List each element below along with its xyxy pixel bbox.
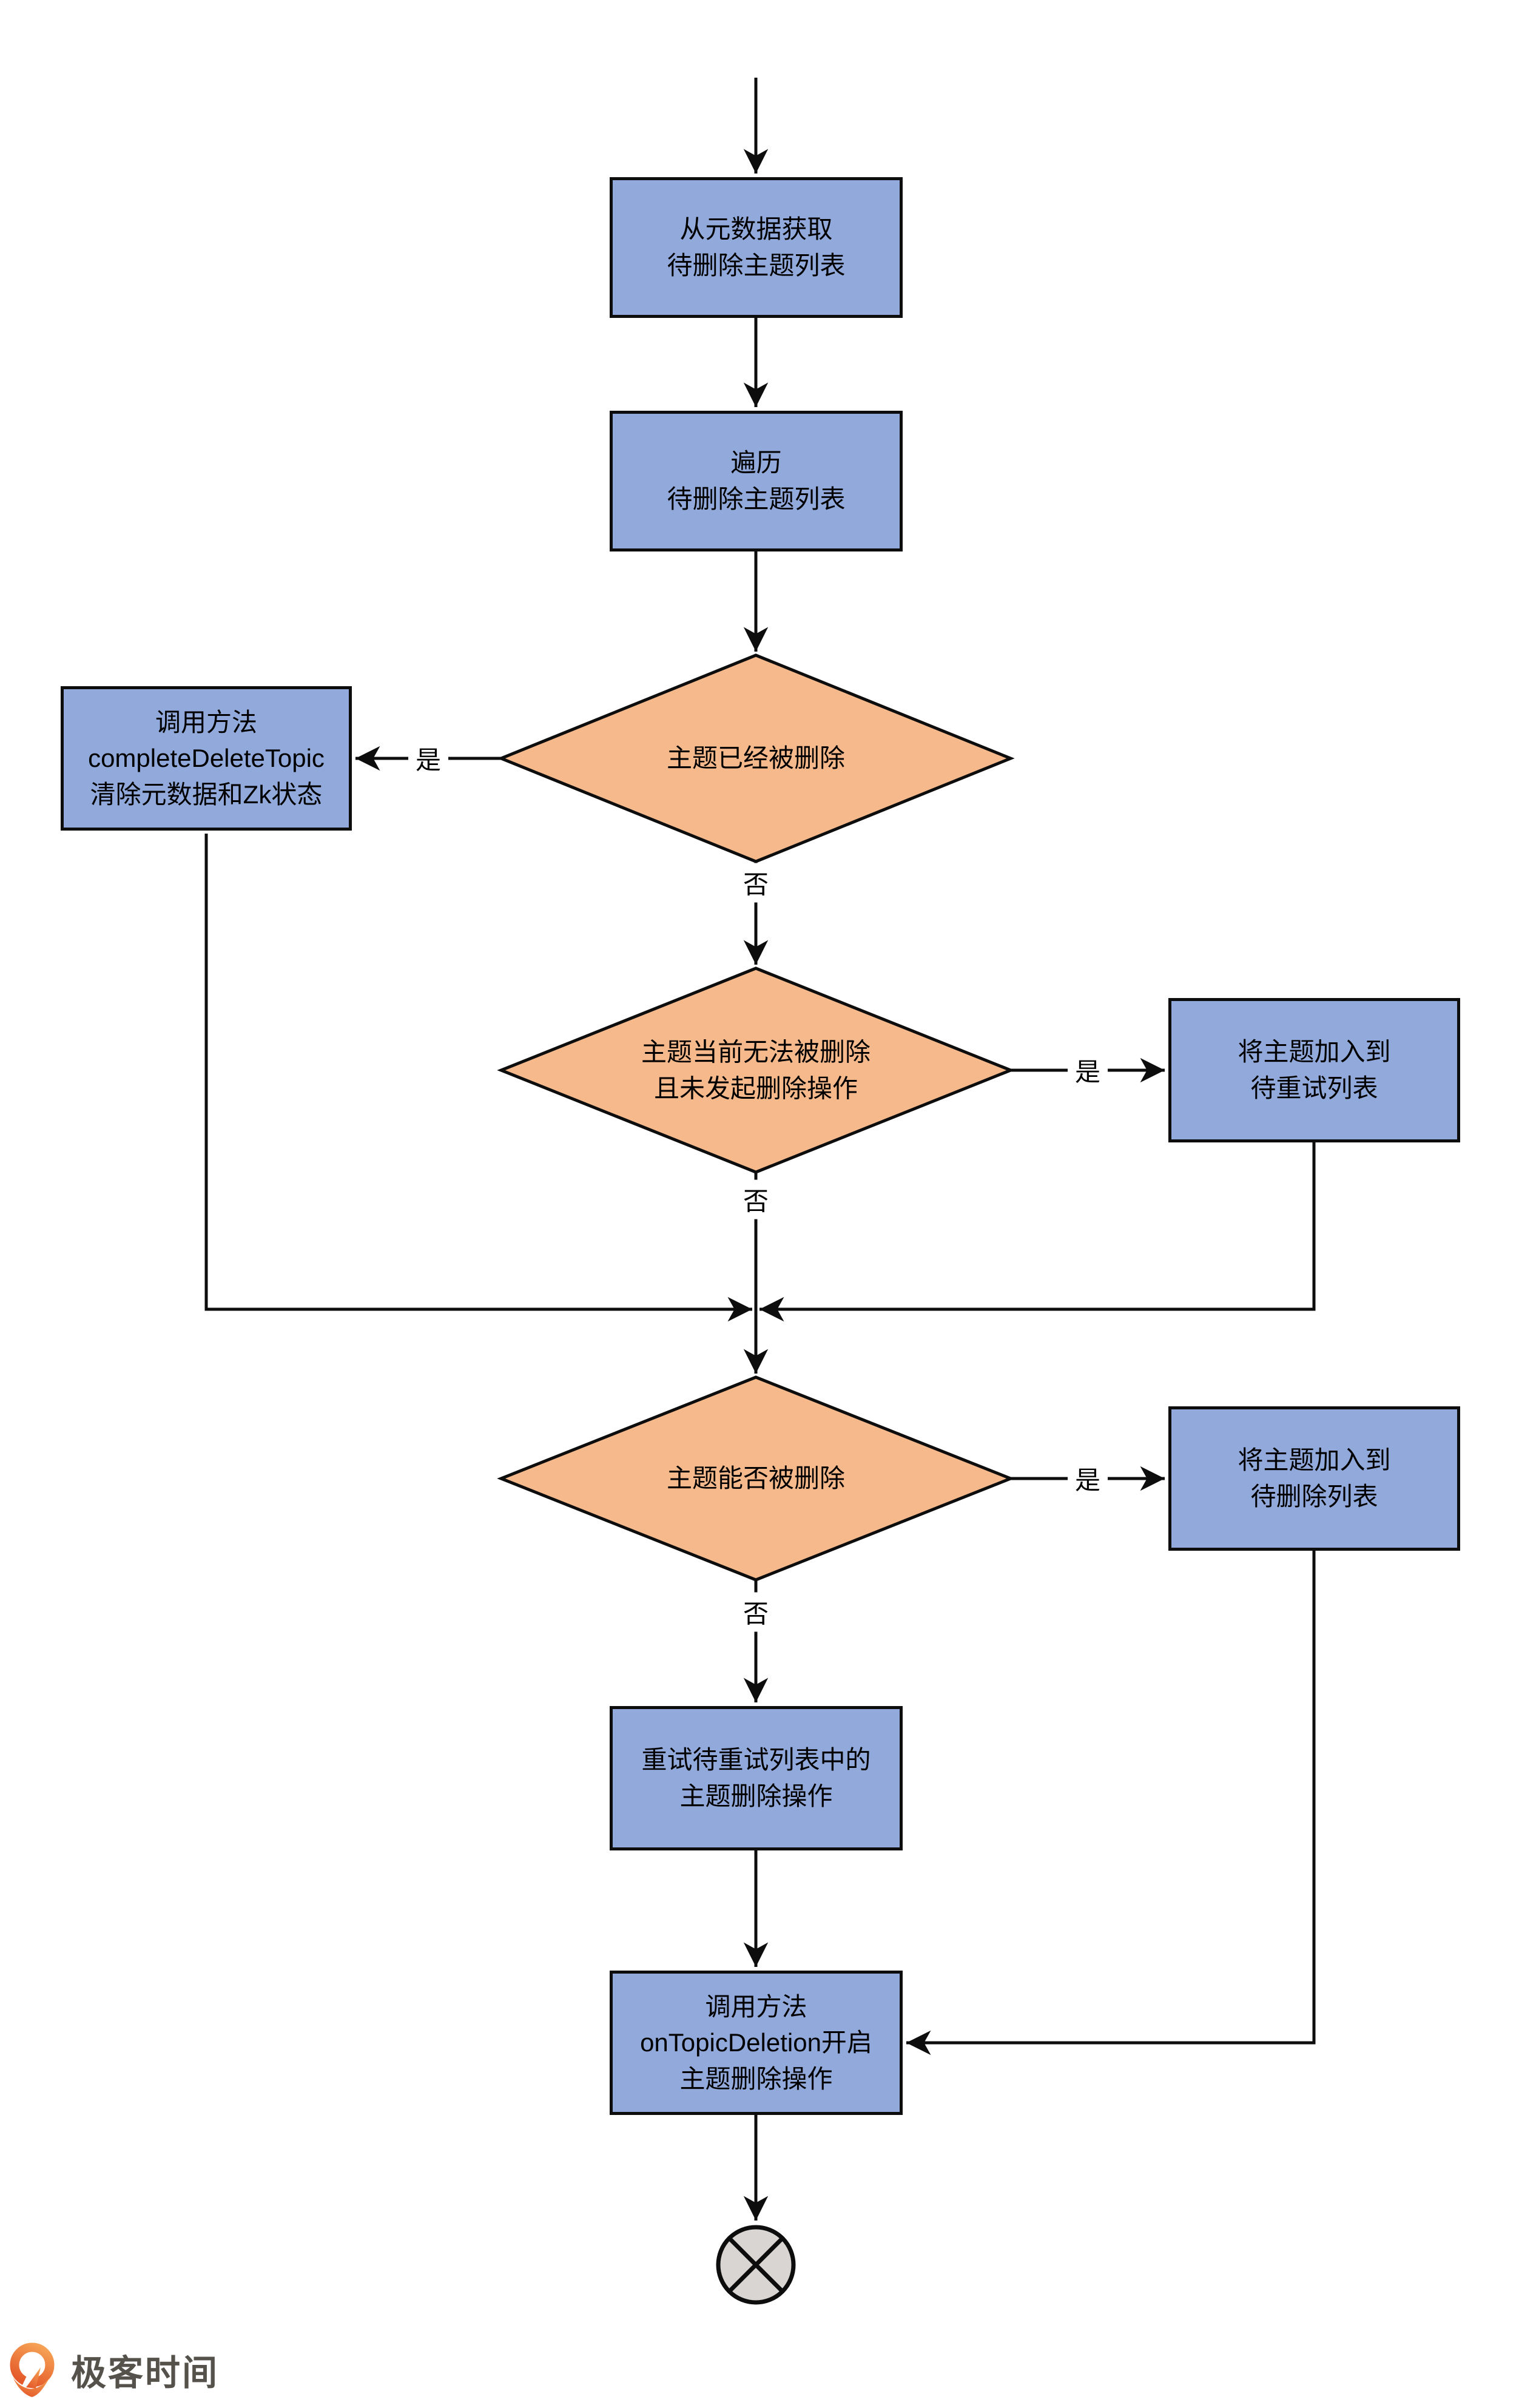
node-line: 调用方法	[705, 1992, 807, 2021]
node-line: 主题能否被删除	[666, 1464, 845, 1493]
node-line: 且未发起删除操作	[653, 1074, 858, 1102]
node-line: 遍历	[730, 448, 782, 477]
node-line: 将主题加入到	[1238, 1037, 1391, 1067]
edge-label-yes: 是	[1067, 1050, 1108, 1090]
node-get-topics: 从元数据获取 待删除主题列表	[610, 177, 903, 318]
node-line: 主题删除操作	[679, 1782, 833, 1810]
node-line: 待重试列表	[1250, 1074, 1378, 1102]
node-line: 清除元数据和Zk状态	[90, 780, 323, 809]
edge-label-yes: 是	[408, 738, 449, 778]
geektime-logo-icon	[10, 2342, 55, 2397]
decision-is-deleted-label: 主题已经被删除	[525, 740, 986, 777]
decision-cannot-delete-now-shape	[497, 966, 1015, 1174]
geektime-logo-text: 极客时间	[71, 2353, 220, 2393]
node-line: 从元数据获取	[679, 215, 833, 244]
edge-addretry-merge	[760, 1142, 1316, 1322]
decision-can-be-deleted-label: 主题能否被删除	[525, 1460, 986, 1497]
edge-completedelete-merge	[204, 834, 752, 1322]
node-iterate-topics: 遍历 待删除主题列表	[610, 411, 903, 551]
node-line: 待删除列表	[1250, 1482, 1378, 1511]
node-line: completeDeleteTopic	[88, 744, 325, 773]
node-line: 主题删除操作	[679, 2064, 833, 2093]
node-line: 待删除主题列表	[667, 485, 846, 513]
node-line: 主题已经被删除	[666, 744, 845, 773]
circled-x-end-icon	[716, 2225, 796, 2305]
node-line: onTopicDeletion开启	[640, 2028, 872, 2057]
decision-is-deleted-shape	[497, 653, 1015, 863]
edge-label-yes: 是	[1067, 1459, 1108, 1499]
node-line: 调用方法	[155, 707, 257, 737]
node-line: 重试待重试列表中的	[641, 1745, 871, 1775]
node-line: 将主题加入到	[1238, 1446, 1391, 1475]
node-add-to-delete-list: 将主题加入到 待删除列表	[1168, 1406, 1460, 1551]
edge-label-no: 否	[735, 1592, 776, 1632]
node-retry-pending-deletions: 重试待重试列表中的 主题删除操作	[610, 1706, 903, 1850]
node-line: 待删除主题列表	[667, 251, 846, 280]
decision-cannot-delete-now-label: 主题当前无法被删除 且未发起删除操作	[525, 1034, 986, 1106]
node-add-to-retry-list: 将主题加入到 待重试列表	[1168, 998, 1460, 1142]
geektime-logo: 极客时间	[4, 2341, 219, 2399]
edge-label-no: 否	[735, 863, 776, 903]
edge-adddelete-to-ontopicdeletion	[906, 1544, 1316, 2056]
edge-label-no: 否	[735, 1179, 776, 1219]
node-complete-delete-topic: 调用方法 completeDeleteTopic 清除元数据和Zk状态	[61, 686, 352, 831]
node-on-topic-deletion: 调用方法 onTopicDeletion开启 主题删除操作	[610, 1971, 903, 2115]
decision-can-be-deleted-shape	[497, 1375, 1015, 1582]
node-line: 主题当前无法被删除	[641, 1037, 871, 1067]
